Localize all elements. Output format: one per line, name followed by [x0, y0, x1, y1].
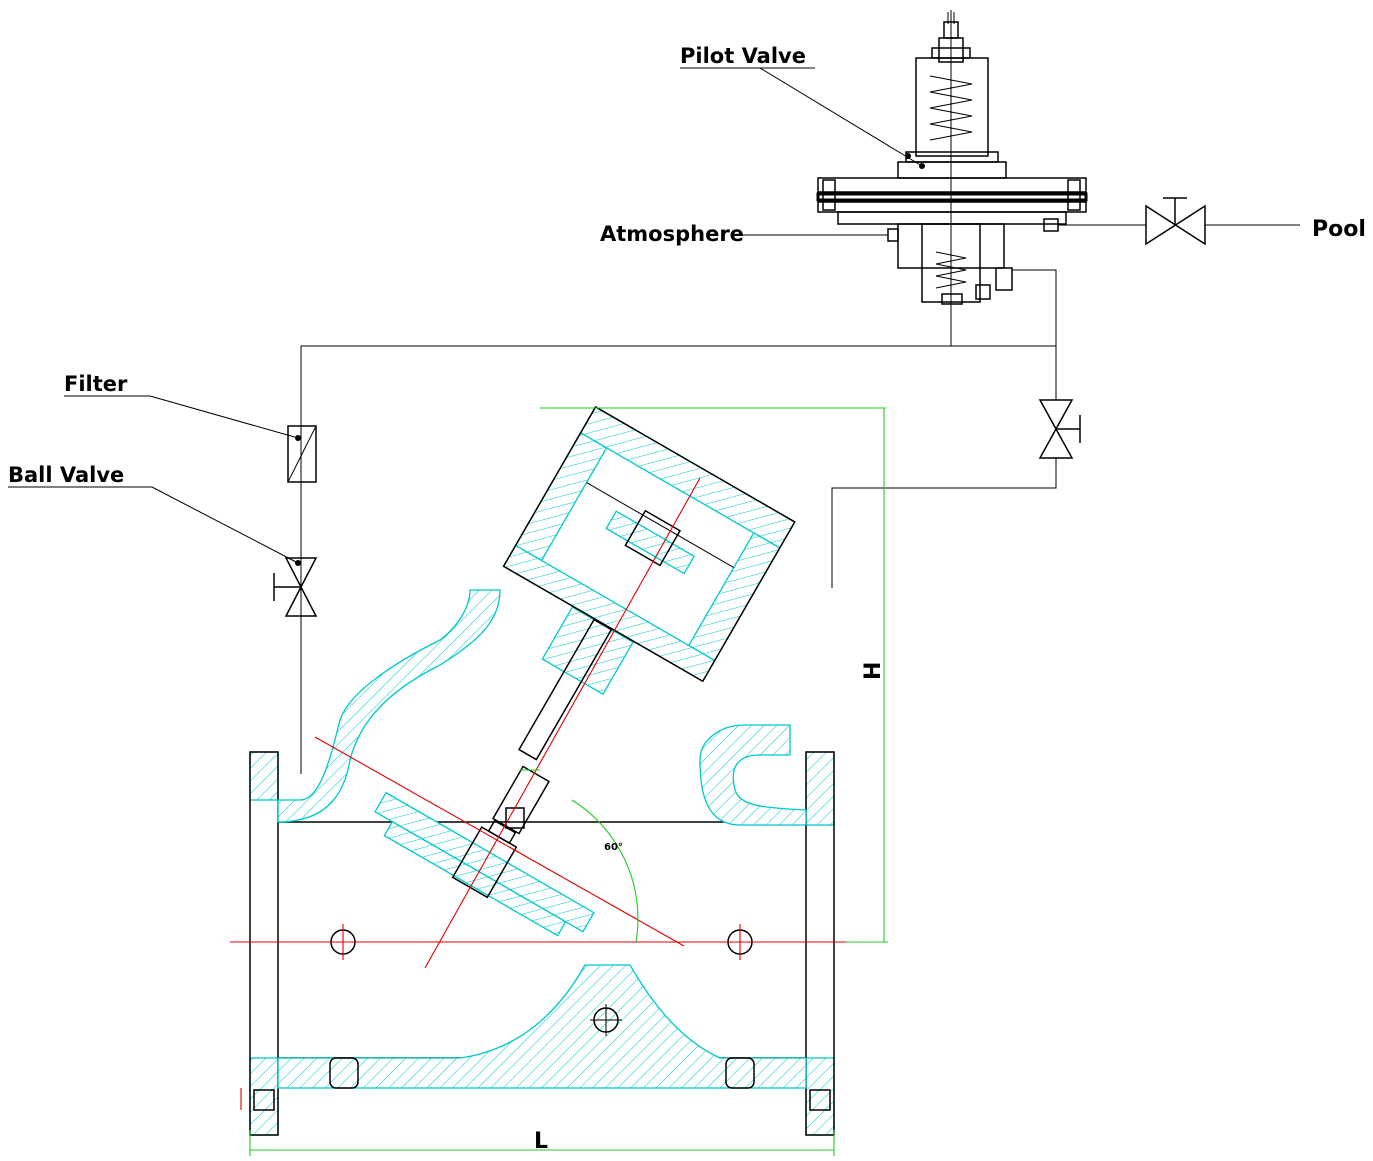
pilot-valve-label: Pilot Valve — [680, 44, 806, 68]
pool-label: Pool — [1312, 217, 1366, 242]
dimension-lines — [249, 407, 888, 1156]
ball-valve-label: Ball Valve — [8, 463, 124, 487]
filter-callout: Filter — [64, 372, 299, 439]
height-dimension-label: H — [861, 662, 886, 680]
ball-valve-callout: Ball Valve — [8, 463, 299, 564]
pool-line: Pool — [1058, 197, 1366, 246]
length-dimension-label: L — [534, 1129, 548, 1154]
atmosphere-callout: Atmosphere — [600, 222, 888, 246]
pilot-valve-callout: Pilot Valve — [680, 44, 925, 169]
control-tubing — [273, 269, 1081, 774]
pilot-valve — [816, 10, 1088, 346]
centerlines — [230, 477, 862, 1110]
atmosphere-label: Atmosphere — [600, 222, 744, 246]
filter-label: Filter — [64, 372, 128, 396]
angle-dimension-label: 60° — [604, 842, 623, 853]
main-valve-body — [249, 405, 835, 1136]
